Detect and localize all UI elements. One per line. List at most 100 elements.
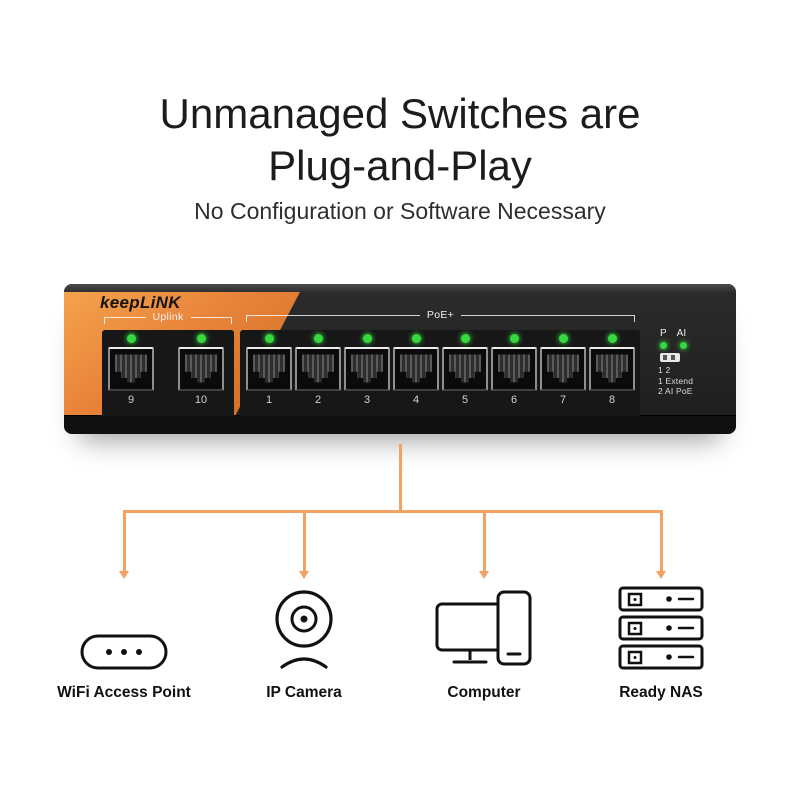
link-led <box>126 334 136 343</box>
rj45-jack <box>449 354 481 383</box>
port-number: 7 <box>559 394 567 406</box>
switch-top-bevel <box>64 284 736 292</box>
rj45-jack <box>400 354 432 383</box>
port-group-10: 10 <box>178 334 224 406</box>
rj45-jack <box>115 354 147 383</box>
connector-branch-line-3 <box>483 510 486 572</box>
port-number: 8 <box>608 394 616 406</box>
device-ip-camera: IP Camera <box>214 578 394 702</box>
connector-trunk-line <box>399 444 402 512</box>
link-led <box>558 334 568 343</box>
rj45-port <box>344 347 390 391</box>
title-line-1: Unmanaged Switches are <box>159 90 641 137</box>
nas-icon <box>617 578 705 672</box>
bracket-arm <box>461 315 635 322</box>
dip-switch-icon <box>660 353 680 362</box>
status-indicator-block: P AI 1 2 1 Extend 2 AI PoE <box>658 328 730 397</box>
dip-legend: 1 2 1 Extend 2 AI PoE <box>658 365 730 397</box>
network-switch: keepLiNK Uplink PoE+ 9 10 1 <box>64 284 736 434</box>
connector-branch-line-1 <box>123 510 126 572</box>
port-group-8: 8 <box>589 334 635 406</box>
title-line-2: Plug-and-Play <box>268 142 532 189</box>
connector-branch-line-4 <box>660 510 663 572</box>
rj45-jack <box>351 354 383 383</box>
device-ready-nas: Ready NAS <box>571 578 751 702</box>
link-led <box>313 334 323 343</box>
port-group-9: 9 <box>108 334 154 406</box>
poe-label: PoE+ <box>426 309 455 321</box>
poe-bracket: PoE+ <box>246 308 635 322</box>
indicator-leds <box>660 342 730 349</box>
rj45-port <box>491 347 537 391</box>
port-number: 5 <box>461 394 469 406</box>
rj45-jack <box>302 354 334 383</box>
port-number: 2 <box>314 394 322 406</box>
connector-horizontal-line <box>123 510 663 513</box>
rj45-jack <box>498 354 530 383</box>
rj45-jack <box>185 354 217 383</box>
arrow-down-icon <box>299 571 309 579</box>
ai-indicator-label: AI <box>676 328 687 339</box>
device-label: Computer <box>447 684 521 701</box>
switch-base <box>64 415 736 434</box>
uplink-bracket: Uplink <box>104 310 233 324</box>
bracket-arm <box>190 317 233 324</box>
computer-icon <box>434 578 534 672</box>
page-subtitle: No Configuration or Software Necessary <box>194 198 606 224</box>
port-group-1: 1 <box>246 334 292 406</box>
link-led <box>196 334 206 343</box>
port-number: 10 <box>194 394 208 406</box>
port-group-6: 6 <box>491 334 537 406</box>
device-label: WiFi Access Point <box>57 684 191 701</box>
device-wifi-access-point: WiFi Access Point <box>34 578 214 702</box>
port-group-7: 7 <box>540 334 586 406</box>
port-group-4: 4 <box>393 334 439 406</box>
device-label: Ready NAS <box>619 684 703 701</box>
arrow-down-icon <box>656 571 666 579</box>
device-label: IP Camera <box>266 684 342 701</box>
port-number: 3 <box>363 394 371 406</box>
arrow-down-icon <box>479 571 489 579</box>
device-computer: Computer <box>394 578 574 702</box>
port-number: 6 <box>510 394 518 406</box>
rj45-jack <box>253 354 285 383</box>
rj45-port <box>589 347 635 391</box>
rj45-port <box>246 347 292 391</box>
link-led <box>607 334 617 343</box>
bracket-arm <box>246 315 420 322</box>
uplink-label: Uplink <box>152 311 184 323</box>
dip-line-3: 2 AI PoE <box>658 386 693 396</box>
power-indicator-label: P <box>660 328 667 339</box>
rj45-port <box>108 347 154 391</box>
page-title: Unmanaged Switches are Plug-and-Play <box>0 88 800 192</box>
rj45-port <box>178 347 224 391</box>
dip-line-2: 1 Extend <box>658 375 694 386</box>
arrow-down-icon <box>119 571 129 579</box>
rj45-jack <box>547 354 579 383</box>
power-led <box>660 342 667 349</box>
wifi-access-point-icon <box>79 578 169 672</box>
dip-line-1: 1 2 <box>658 365 671 375</box>
brand-logo: keepLiNK <box>100 293 181 312</box>
port-number: 1 <box>265 394 273 406</box>
indicator-letters: P AI <box>660 328 730 339</box>
port-number: 9 <box>127 394 135 406</box>
connector-branch-line-2 <box>303 510 306 572</box>
rj45-port <box>442 347 488 391</box>
rj45-port <box>540 347 586 391</box>
rj45-port <box>295 347 341 391</box>
ip-camera-icon <box>268 578 340 672</box>
link-led <box>411 334 421 343</box>
link-led <box>509 334 519 343</box>
port-number: 4 <box>412 394 420 406</box>
rj45-jack <box>596 354 628 383</box>
bracket-arm <box>104 317 146 324</box>
port-group-3: 3 <box>344 334 390 406</box>
rj45-port <box>393 347 439 391</box>
link-led <box>264 334 274 343</box>
ai-led <box>680 342 687 349</box>
link-led <box>362 334 372 343</box>
port-group-2: 2 <box>295 334 341 406</box>
port-group-5: 5 <box>442 334 488 406</box>
